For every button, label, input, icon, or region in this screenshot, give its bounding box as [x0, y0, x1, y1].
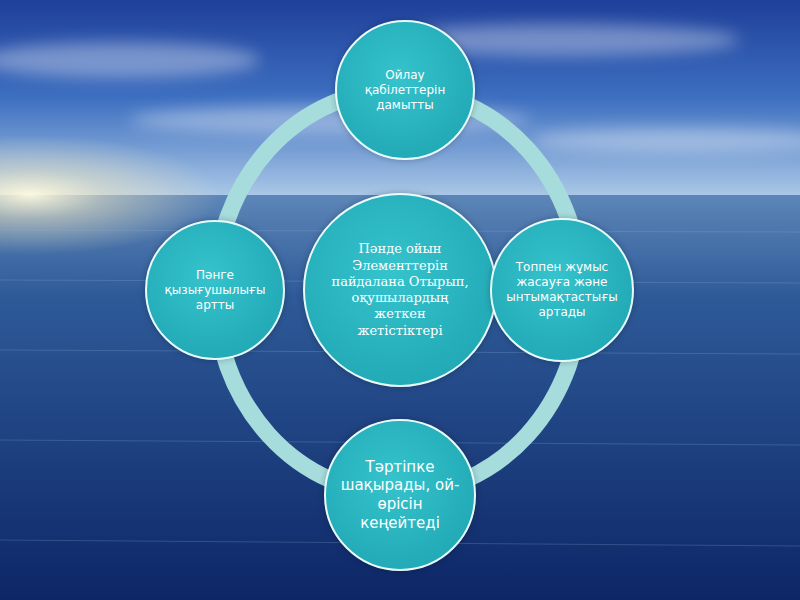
central-circle: Пәнде ойын Элементтерін пайдалана Отырып… [303, 193, 497, 387]
outcome-circle: Пәнге қызығушылығы артты [145, 220, 285, 360]
node-text: Ойлау қабілеттерін дамытты [355, 68, 455, 113]
node-text: Пәнге қызығушылығы артты [163, 268, 267, 313]
outcome-circle: Топпен жұмыс жасауға және ынтымақтастығы… [490, 218, 634, 362]
outcome-circle: Ойлау қабілеттерін дамытты [335, 20, 475, 160]
node-text: Пәнде ойын Элементтерін пайдалана Отырып… [330, 241, 470, 339]
outcome-circle: Тәртіпке шақырады, ой-өрісін кеңейтеді [324, 419, 476, 571]
node-text: Тәртіпке шақырады, ой-өрісін кеңейтеді [340, 458, 460, 533]
node-text: Топпен жұмыс жасауға және ынтымақтастығы… [506, 260, 618, 320]
